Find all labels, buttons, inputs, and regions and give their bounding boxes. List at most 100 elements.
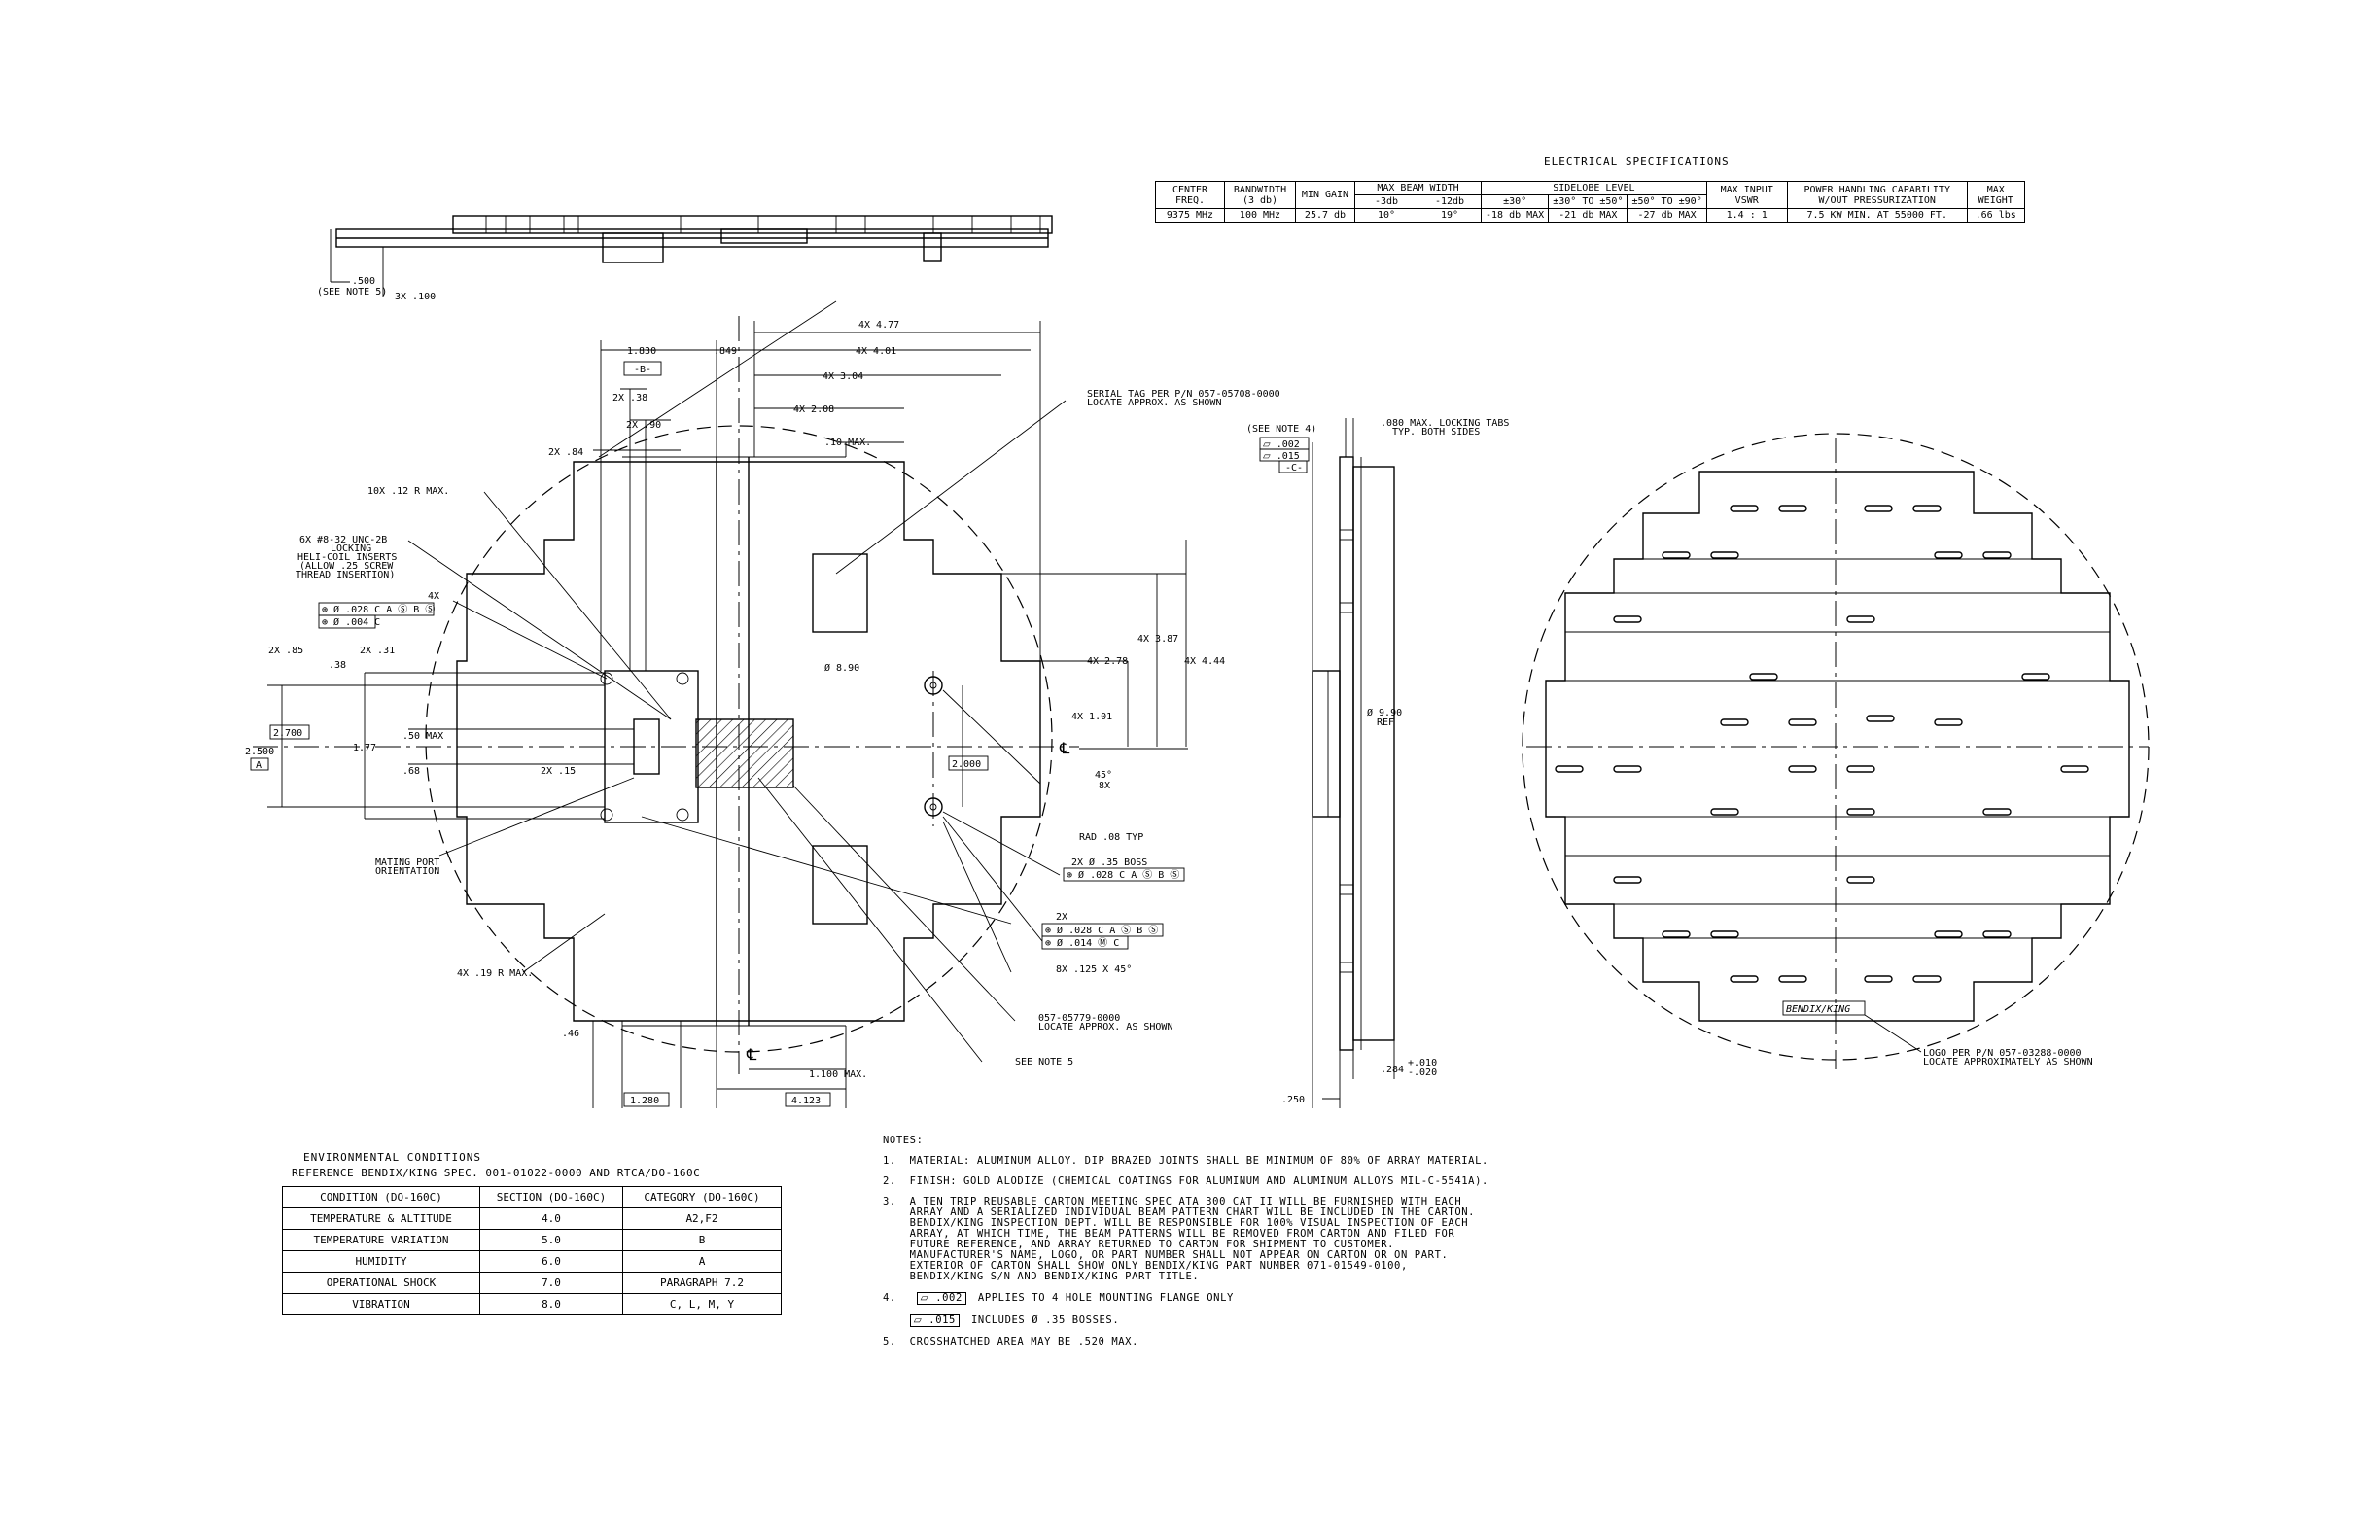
table-row: HUMIDITY 6.0 A xyxy=(282,1250,782,1273)
centerline-symbol-right: ℄ xyxy=(1059,739,1070,757)
dim-4x278: 4X 2.78 xyxy=(1087,656,1128,667)
env-category: A2,F2 xyxy=(622,1208,782,1230)
tabs-line-1: .080 MAX. LOCKING TABS xyxy=(1381,418,1509,429)
env-header-row: CONDITION (DO-160C) SECTION (DO-160C) CA… xyxy=(282,1186,782,1208)
elec-col-sl30: ±30° xyxy=(1480,194,1550,209)
dim-2x85: 2X .85 xyxy=(268,646,303,656)
side-see-note5-label: (SEE NOTE 5) xyxy=(317,287,387,298)
elec-col-bandwidth: BANDWIDTH (3 db) xyxy=(1224,181,1296,209)
elec-value-row: 9375 MHz 100 MHz 25.7 db 10° 19° -18 db … xyxy=(1155,208,2025,223)
elec-val-weight: .66 lbs xyxy=(1966,208,2025,223)
side-500-label: .500 xyxy=(352,276,375,287)
fcf-hole-2: ⊕ Ø .014 Ⓜ C xyxy=(1045,937,1119,949)
dim-45-8x: 45° 8X xyxy=(1095,770,1118,791)
dim-4x401: 4X 4.01 xyxy=(856,346,896,357)
serial-line-2: LOCATE APPROX. AS SHOWN xyxy=(1087,398,1221,408)
front-view: 1.830 -B- .849 4X 4.77 4X 4.01 4X 3.04 4… xyxy=(245,300,1286,1108)
mating-line-2: ORIENTATION xyxy=(375,866,439,877)
logo-callout-line-2: LOCATE APPROXIMATELY AS SHOWN xyxy=(1923,1057,2093,1068)
dim-d890: Ø 8.90 xyxy=(824,662,859,674)
electrical-specs-table: CENTER FREQ. BANDWIDTH (3 db) MIN GAIN M… xyxy=(1155,181,2025,223)
serial-tag-note: SERIAL TAG PER P/N 057-05708-0000 LOCATE… xyxy=(1087,389,1286,408)
environmental-reference: REFERENCE BENDIX/KING SPEC. 001-01022-00… xyxy=(292,1167,701,1179)
env-section: 7.0 xyxy=(479,1272,623,1294)
elec-val-sl50-90: -27 db MAX xyxy=(1627,208,1707,223)
table-row: TEMPERATURE & ALTITUDE 4.0 A2,F2 xyxy=(282,1208,782,1230)
inserts-line-3: HELI-COIL INSERTS xyxy=(298,552,397,563)
env-col-section: SECTION (DO-160C) xyxy=(479,1186,623,1208)
note-5: 5. CROSSHATCHED AREA MAY BE .520 MAX. xyxy=(883,1336,1139,1348)
dim-4x477: 4X 4.77 xyxy=(858,320,899,331)
chamfer-note: 8X .125 X 45° xyxy=(1056,964,1132,975)
d990-line-2: REF xyxy=(1377,718,1394,728)
side-3x100-label: 3X .100 xyxy=(395,292,436,302)
note-4b-text: INCLUDES Ø .35 BOSSES. xyxy=(970,1314,1120,1326)
dim-2x-label: 2X xyxy=(1056,912,1068,923)
env-col-condition: CONDITION (DO-160C) xyxy=(282,1186,480,1208)
note-3: 3. A TEN TRIP REUSABLE CARTON MEETING SP… xyxy=(883,1196,1476,1282)
dim-284: .284 xyxy=(1381,1065,1404,1075)
flatness-002: ⏥ .002 xyxy=(1263,439,1300,450)
env-section: 6.0 xyxy=(479,1250,623,1273)
dim-177: 1.77 xyxy=(353,743,376,753)
elec-col-sl30-50: ±30° TO ±50° xyxy=(1548,194,1628,209)
side-view-top: .500 (SEE NOTE 5) 3X .100 xyxy=(317,215,1053,302)
env-category: C, L, M, Y xyxy=(622,1293,782,1315)
elec-val-sl30: -18 db MAX xyxy=(1480,208,1550,223)
edge-view: (SEE NOTE 4) ⏥ .002 ⏥ .015 -C- .080 MAX.… xyxy=(1246,418,1509,1108)
env-section: 8.0 xyxy=(479,1293,623,1315)
elec-col-power: POWER HANDLING CAPABILITY W/OUT PRESSURI… xyxy=(1786,181,1968,209)
env-section: 4.0 xyxy=(479,1208,623,1230)
elec-col-sl50-90: ±50° TO ±90° xyxy=(1627,194,1707,209)
dim-2000: 2.000 xyxy=(952,759,981,770)
elec-header-row-1: CENTER FREQ. BANDWIDTH (3 db) MIN GAIN M… xyxy=(1155,181,2025,209)
dim-2700: 2.700 xyxy=(273,728,302,739)
dim-46: .46 xyxy=(562,1029,579,1039)
env-section: 5.0 xyxy=(479,1229,623,1251)
elec-val-power: 7.5 KW MIN. AT 55000 FT. xyxy=(1786,208,1968,223)
dim-4x101: 4X 1.01 xyxy=(1071,712,1112,722)
inserts-line-1: 6X #8-32 UNC-2B xyxy=(299,535,387,545)
datum-a-label: A xyxy=(256,760,262,771)
elec-val-sl30-50: -21 db MAX xyxy=(1548,208,1628,223)
dim-38: .38 xyxy=(329,660,346,671)
dim-2x31: 2X .31 xyxy=(360,646,395,656)
dim-50max: .50 MAX xyxy=(402,731,443,742)
dim-2x15: 2X .15 xyxy=(541,766,576,777)
elec-val-12db: 19° xyxy=(1418,208,1482,223)
dim-2x90: 2X .90 xyxy=(626,420,661,431)
tol-line-2: -.020 xyxy=(1408,1068,1437,1078)
centerline-symbol-bottom: ℄ xyxy=(746,1045,757,1064)
fcf-position-1: ⊕ Ø .028 C A Ⓢ B Ⓢ xyxy=(322,604,435,615)
see-note-5: SEE NOTE 5 xyxy=(1015,1057,1073,1068)
dim-68: .68 xyxy=(402,766,420,777)
env-condition: VIBRATION xyxy=(282,1293,480,1315)
elec-val-vswr: 1.4 : 1 xyxy=(1705,208,1788,223)
inserts-line-4: (ALLOW .25 SCREW xyxy=(299,561,394,572)
notes-heading: NOTES: xyxy=(883,1135,924,1146)
environmental-title: ENVIRONMENTAL CONDITIONS xyxy=(303,1151,481,1164)
elec-col-sidelobe: SIDELOBE LEVEL xyxy=(1481,181,1707,195)
tol-284: +.010 -.020 xyxy=(1408,1058,1443,1078)
dim-1100max: 1.100 MAX. xyxy=(809,1069,867,1080)
elec-val-3db: 10° xyxy=(1354,208,1418,223)
table-row: TEMPERATURE VARIATION 5.0 B xyxy=(282,1229,782,1251)
note-1: 1. MATERIAL: ALUMINUM ALLOY. DIP BRAZED … xyxy=(883,1155,1488,1167)
elec-col-min-gain: MIN GAIN xyxy=(1295,181,1355,209)
elec-col-weight: MAX WEIGHT xyxy=(1966,181,2025,209)
env-col-category: CATEGORY (DO-160C) xyxy=(622,1186,782,1208)
elec-header-row-2: -3db -12db ±30° ±30° TO ±50° ±50° TO ±90… xyxy=(1156,194,2025,209)
logo-callout: LOGO PER P/N 057-03288-0000 LOCATE APPRO… xyxy=(1923,1048,2093,1068)
rear-view: BENDIX/KING LOGO PER P/N 057-03288-0000 … xyxy=(1522,433,2150,1069)
inserts-note: 6X #8-32 UNC-2B LOCKING HELI-COIL INSERT… xyxy=(296,535,402,580)
env-condition: HUMIDITY xyxy=(282,1250,480,1273)
dim-4x208: 4X 2.08 xyxy=(793,404,834,415)
dim-849: .849 xyxy=(714,346,737,357)
fcf-hole-1: ⊕ Ø .028 C A Ⓢ B Ⓢ xyxy=(1045,925,1158,936)
mating-port-label: MATING PORT ORIENTATION xyxy=(375,858,445,877)
dim-10max: .10 MAX. xyxy=(824,438,871,448)
env-condition: TEMPERATURE VARIATION xyxy=(282,1229,480,1251)
env-condition: OPERATIONAL SHOCK xyxy=(282,1272,480,1294)
inserts-line-2: LOCKING xyxy=(331,543,371,554)
dim-1830: 1.830 xyxy=(627,346,656,357)
